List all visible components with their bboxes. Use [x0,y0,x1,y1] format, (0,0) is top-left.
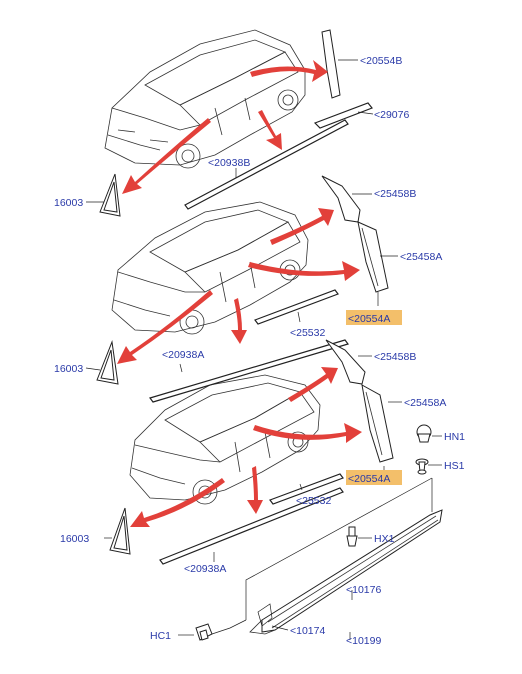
label-10199[interactable]: <10199 [346,635,381,647]
label-25458a-bot[interactable]: <25458A [404,397,446,409]
arrows [117,60,362,527]
part-29076 [313,102,373,129]
label-10174[interactable]: <10174 [290,625,325,637]
part-25532-mid [254,289,339,325]
label-16003-top[interactable]: 16003 [54,197,83,209]
label-hx1[interactable]: HX1 [374,533,395,545]
label-20554a-mid[interactable]: <20554A [348,313,390,325]
part-25458b-bot [325,339,366,385]
highlight-20554a-mid [346,310,402,325]
car-1-illustration [104,29,306,169]
label-29076[interactable]: <29076 [374,109,409,121]
leader-lines [85,59,442,640]
part-rocker-panel [249,509,443,635]
label-25458b-mid[interactable]: <25458B [374,188,416,200]
label-hs1[interactable]: HS1 [444,460,465,472]
part-20938b [184,119,349,210]
car-3-illustration [129,374,321,505]
hn1-clip-icon [416,424,432,443]
label-20938a-mid[interactable]: <20938A [162,349,204,361]
part-25458a-bot [361,384,394,463]
label-16003-mid[interactable]: 16003 [54,363,83,375]
label-25532-mid[interactable]: <25532 [290,327,325,339]
label-10176[interactable]: <10176 [346,584,381,596]
label-16003-bot[interactable]: 16003 [60,533,89,545]
part-20938a-mid [149,339,349,403]
label-25458a-mid[interactable]: <25458A [400,251,442,263]
car-2-illustration [111,201,309,335]
highlight-20554a-bot [346,470,402,485]
label-25532-bot[interactable]: <25532 [296,495,331,507]
label-20554b[interactable]: <20554B [360,55,402,67]
label-hn1[interactable]: HN1 [444,431,465,443]
label-20938a-bot[interactable]: <20938A [184,563,226,575]
label-20938b[interactable]: <20938B [208,157,250,169]
label-25458b-bot[interactable]: <25458B [374,351,416,363]
part-25458a-mid [357,221,389,293]
hs1-clip-icon [415,458,429,475]
hx1-clip-icon [346,526,358,547]
part-25532-bot [269,473,344,505]
part-20554b [321,29,341,99]
label-20554a-bot[interactable]: <20554A [348,473,390,485]
label-hc1[interactable]: HC1 [150,630,171,642]
hc1-clip-icon [195,623,213,641]
part-20938a-bot [159,487,344,565]
